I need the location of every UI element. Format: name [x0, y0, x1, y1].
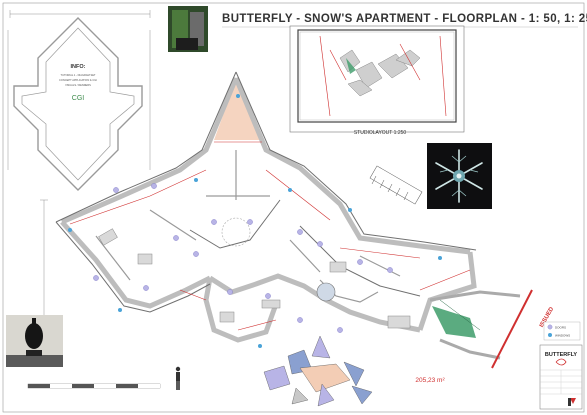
studio-layout-inset: STUDIOLAYOUT 1:250 — [289, 25, 465, 136]
stairs — [369, 165, 423, 205]
render-thumbnail-top — [168, 6, 208, 52]
legend-windows: WINDOWS — [555, 334, 570, 338]
stove-photo — [6, 315, 63, 367]
scale-bar — [27, 383, 161, 389]
main-floorplan — [40, 71, 533, 369]
sheet-title: BUTTERFLY - SNOW'S APARTMENT - FLOORPLAN… — [222, 13, 587, 25]
scale-bar-segment — [28, 384, 50, 388]
info-line-3: VISUALS / RENDERS — [65, 83, 91, 87]
brand-logo-text: BUTTERFLY — [545, 352, 578, 358]
info-box: INFO: TUTORIAL 1 - DIAGRAM SET CONCEPT A… — [59, 64, 97, 102]
scale-bar-segment — [50, 384, 72, 388]
info-dimension-lines — [7, 10, 151, 170]
studio-layout-caption: STUDIOLAYOUT 1:250 — [354, 130, 407, 136]
snowflake-photo — [427, 143, 492, 209]
info-line-2: CONCEPT APPLICATION & CGI — [59, 78, 97, 82]
scale-bar-segment — [94, 384, 116, 388]
info-line-1: TUTORIAL 1 - DIAGRAM SET — [60, 73, 95, 77]
window-markers — [68, 94, 442, 348]
scale-bar-segment — [116, 384, 138, 388]
legend: DOORS WINDOWS — [543, 321, 581, 341]
human-figure — [175, 366, 181, 390]
legend-doors: DOORS — [555, 326, 566, 330]
door-markers — [93, 183, 393, 333]
scale-bar-segment — [138, 384, 160, 388]
info-footer: CGI — [72, 95, 85, 102]
peach-room — [214, 80, 262, 140]
red-diagonal-line — [491, 289, 533, 369]
info-heading: INFO: — [71, 64, 86, 70]
mini-colored-plan — [263, 335, 373, 407]
brand-logo-swirl — [555, 358, 567, 366]
red-mark-icon — [570, 398, 576, 404]
area-label: 205,23 m² — [415, 377, 445, 384]
title-block: BUTTERFLY — [539, 344, 583, 410]
scale-bar-segment — [72, 384, 94, 388]
info-diamond-plan — [13, 17, 143, 191]
green-direction-arrow — [432, 306, 476, 338]
